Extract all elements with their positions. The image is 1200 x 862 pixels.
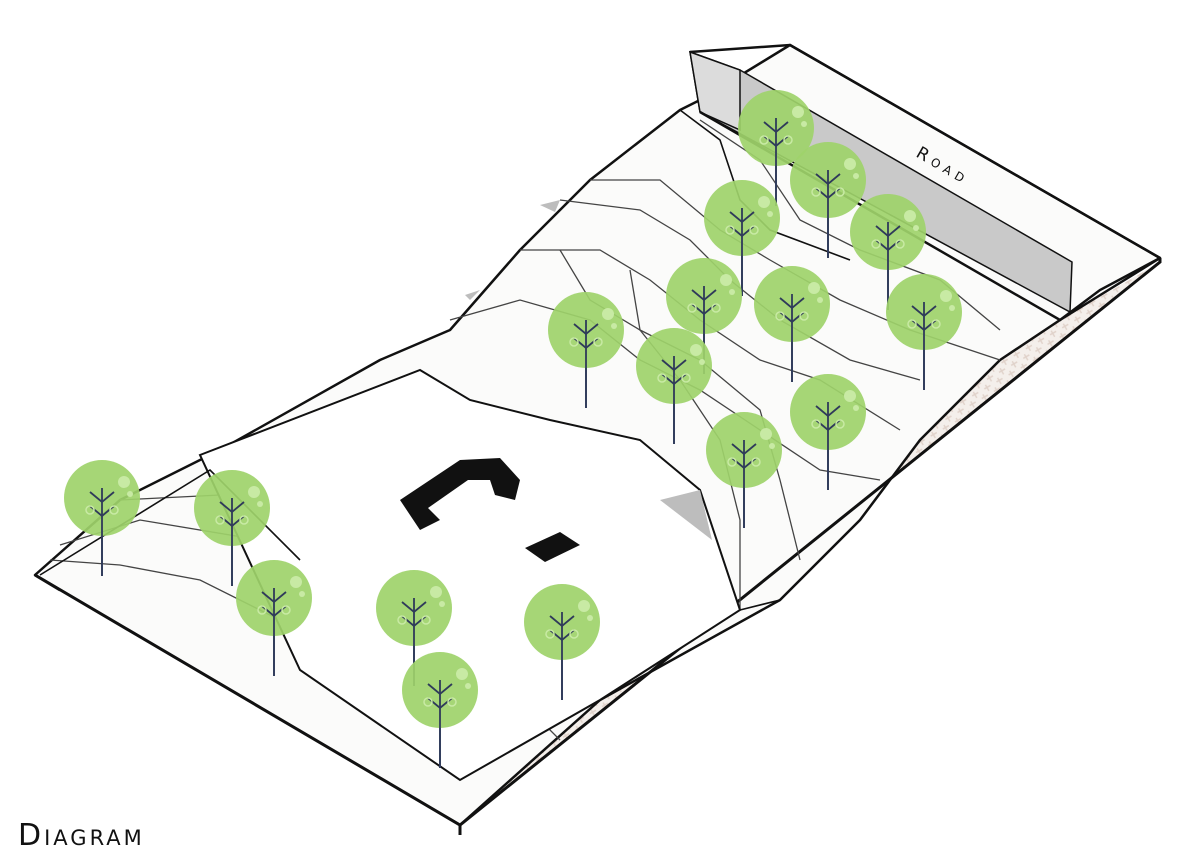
diagram-caption: Diagram xyxy=(18,818,145,853)
cut-shadow xyxy=(660,490,712,540)
building-footprint xyxy=(400,458,580,562)
cut-shadow-3 xyxy=(465,290,480,300)
block-outline xyxy=(34,258,1162,835)
cut-shadow-2 xyxy=(540,200,560,212)
